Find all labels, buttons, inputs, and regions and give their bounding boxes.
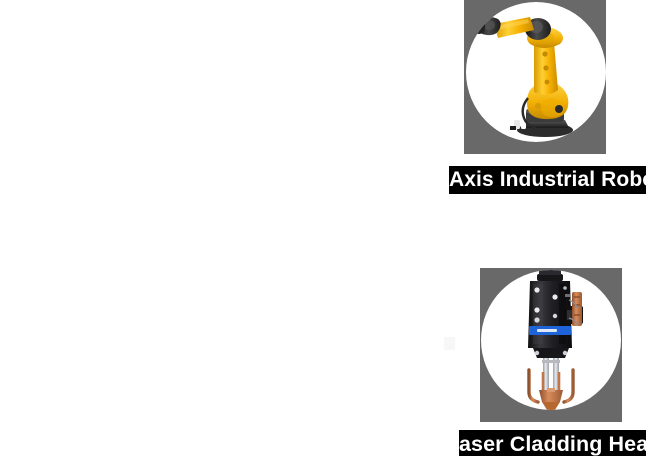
product-title-six-axis-industrial-robot: Axis Industrial Robot bbox=[449, 166, 646, 194]
industrial-robot-arm-image bbox=[471, 17, 573, 137]
product-thumbnail-laser-cladding-head[interactable] bbox=[480, 268, 622, 422]
laser-cladding-head-image bbox=[527, 270, 583, 410]
product-image-circle bbox=[481, 270, 621, 410]
clipped-image-fragment bbox=[444, 337, 455, 350]
product-thumbnail-six-axis-industrial-robot[interactable] bbox=[464, 0, 606, 154]
product-title-laser-cladding-head: aser Cladding Head bbox=[459, 430, 646, 456]
product-image-circle bbox=[466, 2, 606, 142]
